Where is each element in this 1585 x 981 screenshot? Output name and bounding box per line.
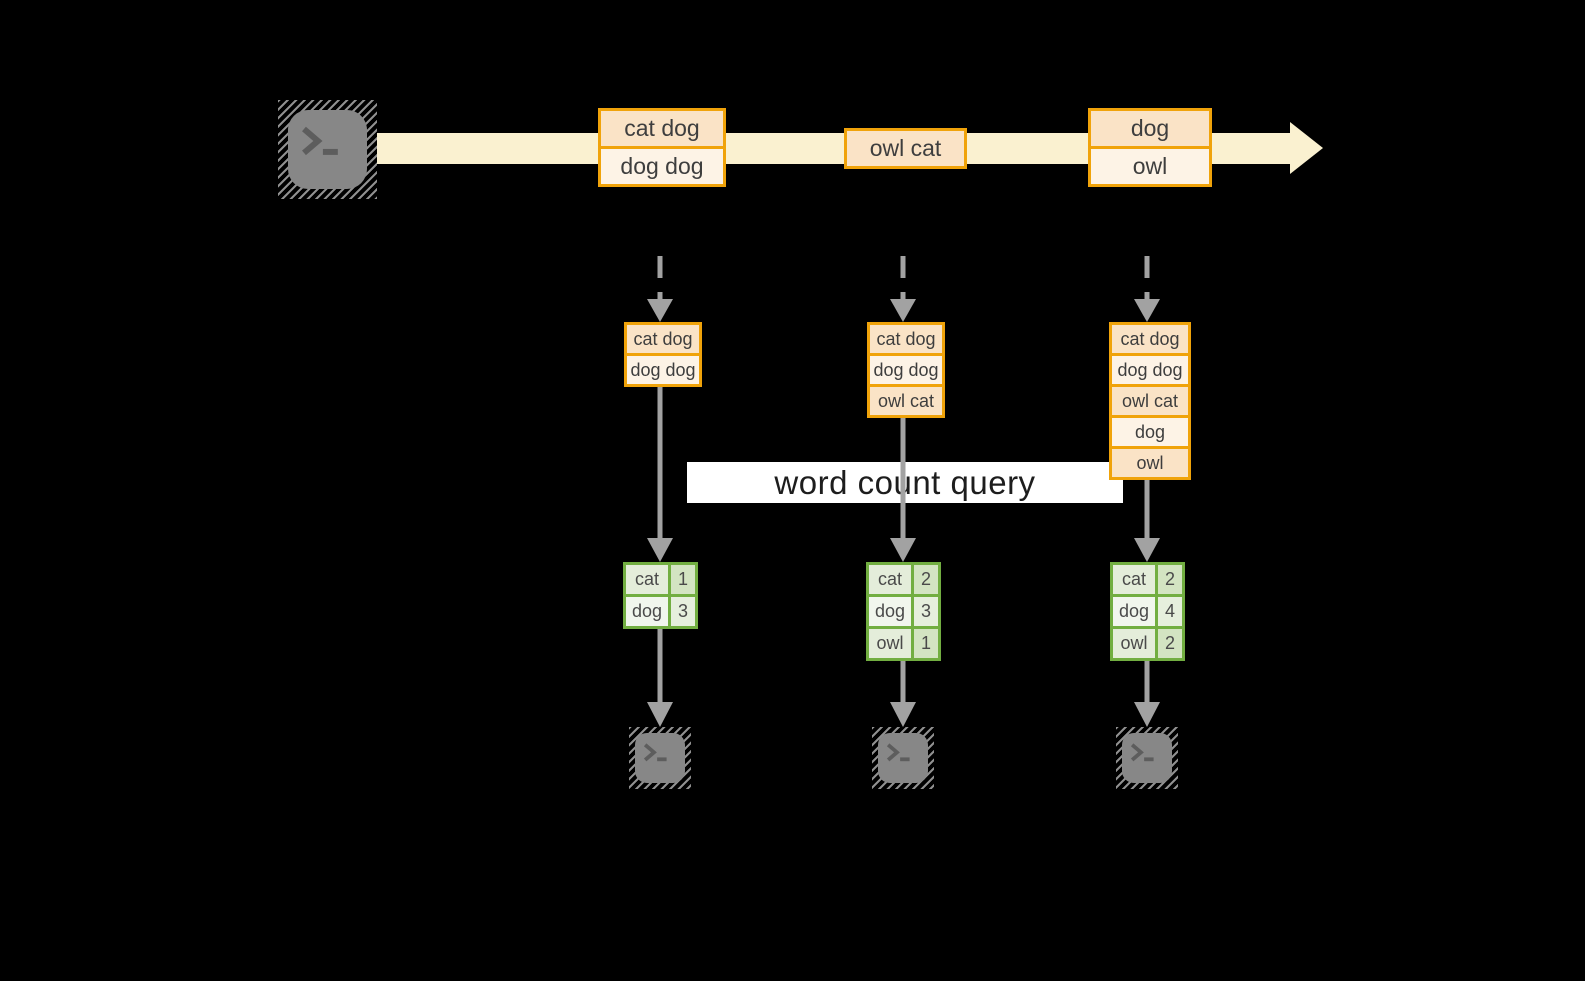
terminal-body <box>1122 733 1172 783</box>
stream-event-box-2: owl cat <box>844 128 967 169</box>
word-row: dog dog <box>627 356 699 384</box>
output-arrow-2 <box>890 661 916 727</box>
count-cell: 2 <box>1158 565 1182 594</box>
word-cell: owl <box>1113 629 1155 658</box>
count-cell: 1 <box>914 629 938 658</box>
terminal-body <box>635 733 685 783</box>
word-row: cat dog <box>1112 325 1188 353</box>
word-cell: dog <box>869 597 911 626</box>
word-row: owl cat <box>847 131 964 166</box>
count-cell: 3 <box>671 597 695 626</box>
word-row: dog dog <box>601 149 723 184</box>
word-cell: dog <box>1113 597 1155 626</box>
word-buffer-3: cat dog dog dog owl cat dog owl <box>1109 322 1191 480</box>
word-row: owl <box>1112 449 1188 477</box>
source-terminal-icon <box>278 100 377 199</box>
ingest-arrow-3 <box>1134 256 1160 322</box>
query-arrow-3 <box>1134 480 1160 562</box>
word-cell: owl <box>869 629 911 658</box>
word-row: cat dog <box>601 111 723 146</box>
word-row: cat dog <box>627 325 699 353</box>
terminal-body <box>288 110 367 189</box>
ingest-arrow-2 <box>890 256 916 322</box>
output-arrow-1 <box>647 629 673 727</box>
word-buffer-1: cat dog dog dog <box>624 322 702 387</box>
count-cell: 2 <box>914 565 938 594</box>
query-label-band: word count query <box>687 462 1123 503</box>
word-row: owl cat <box>1112 387 1188 415</box>
word-row: dog dog <box>870 356 942 384</box>
output-arrow-3 <box>1134 661 1160 727</box>
word-row: owl cat <box>870 387 942 415</box>
terminal-body <box>878 733 928 783</box>
query-arrow-1 <box>647 387 673 562</box>
count-cell: 2 <box>1158 629 1182 658</box>
word-buffer-2: cat dog dog dog owl cat <box>867 322 945 418</box>
word-row: cat dog <box>870 325 942 353</box>
output-terminal-icon-2 <box>872 727 934 789</box>
word-row: dog <box>1112 418 1188 446</box>
query-label: word count query <box>774 463 1036 501</box>
word-cell: cat <box>626 565 668 594</box>
terminal-prompt-icon <box>302 126 338 155</box>
word-cell: dog <box>626 597 668 626</box>
word-row: dog dog <box>1112 356 1188 384</box>
terminal-prompt-icon <box>643 743 667 762</box>
word-cell: cat <box>1113 565 1155 594</box>
ingest-arrow-1 <box>647 256 673 322</box>
output-terminal-icon-1 <box>629 727 691 789</box>
word-row: dog <box>1091 111 1209 146</box>
word-cell: cat <box>869 565 911 594</box>
count-cell: 1 <box>671 565 695 594</box>
terminal-prompt-icon <box>886 743 910 762</box>
output-terminal-icon-3 <box>1116 727 1178 789</box>
word-row: owl <box>1091 149 1209 184</box>
count-cell: 4 <box>1158 597 1182 626</box>
count-cell: 3 <box>914 597 938 626</box>
terminal-prompt-icon <box>1130 743 1154 762</box>
